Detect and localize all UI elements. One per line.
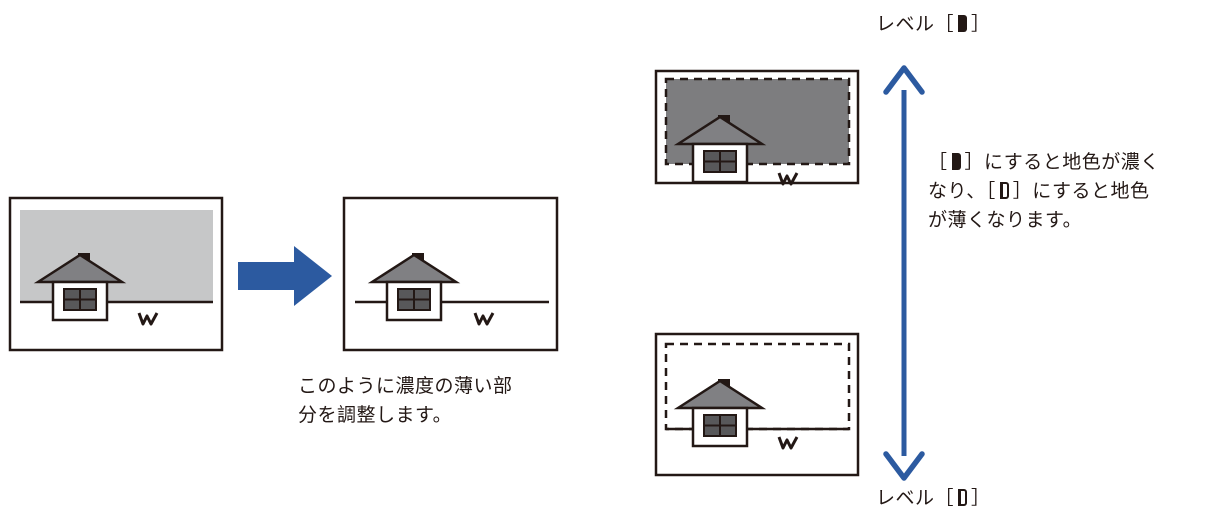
light-level-icon [958, 489, 968, 506]
light-background-area [20, 210, 213, 302]
caption-text: このように濃度の薄い部 分を調整します。 [298, 372, 513, 430]
description-text: なり、［ [928, 180, 996, 202]
caption-line-2: 分を調整します。 [298, 404, 453, 426]
process-arrow [238, 246, 332, 306]
description-line-1: ［ ］にすると地色が濃く [928, 148, 1160, 177]
description-text: ］にすると地色が濃く [964, 151, 1160, 173]
level-label-suffix: ］ [971, 487, 991, 509]
level-label-prefix: レベル［ [876, 13, 955, 35]
level-label-suffix: ］ [971, 13, 991, 35]
level-label-prefix: レベル［ [876, 487, 955, 509]
level-light-label: レベル［ ］ [876, 484, 991, 513]
level-description: ［ ］にすると地色が濃く なり、［ ］にすると地色 が薄くなります。 [928, 148, 1160, 235]
adjusted-image-panel [342, 196, 559, 352]
dark-level-icon [951, 153, 961, 170]
description-text: ］にすると地色 [1012, 180, 1150, 202]
light-level-panel [654, 332, 860, 477]
description-line-2: なり、［ ］にすると地色 [928, 177, 1160, 206]
dark-level-icon [958, 15, 968, 32]
light-level-icon [999, 182, 1009, 199]
original-image-panel [8, 196, 224, 352]
caption-line-1: このように濃度の薄い部 [298, 375, 513, 397]
level-dark-label: レベル［ ］ [876, 10, 991, 39]
level-double-arrow [883, 65, 925, 481]
description-line-3: が薄くなります。 [928, 209, 1083, 231]
bracket-open: ［ [928, 151, 948, 173]
dark-level-panel [654, 69, 860, 186]
